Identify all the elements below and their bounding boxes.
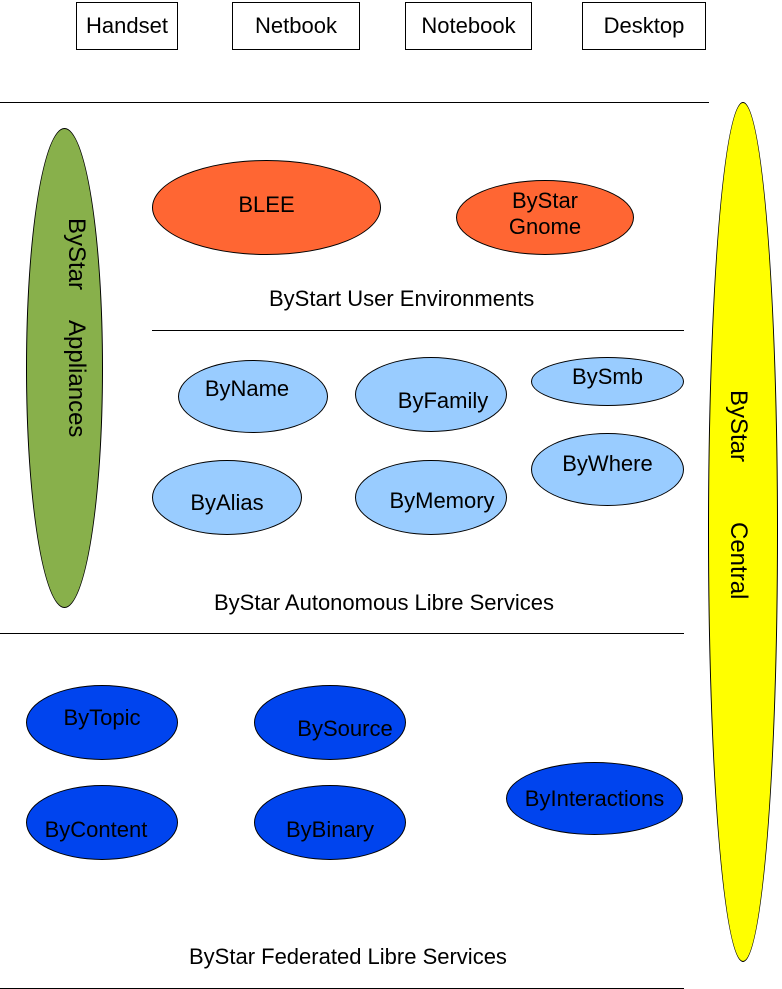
section-label-federated: ByStar Federated Libre Services bbox=[189, 944, 507, 969]
auto-byname-label: ByName bbox=[204, 375, 290, 401]
appliances-ellipse bbox=[26, 128, 103, 608]
appliances-label-line2: Appliances bbox=[63, 320, 90, 438]
separator-env-auto bbox=[152, 330, 684, 331]
central-label-line2: Central bbox=[725, 522, 752, 600]
fed-bysource-label: BySource bbox=[297, 715, 393, 741]
fed-bybinary: ByBinary bbox=[254, 785, 406, 860]
separator-top bbox=[0, 102, 709, 103]
fed-bysource: BySource bbox=[254, 685, 406, 760]
fed-byinteractions-label: ByInteractions bbox=[524, 785, 665, 811]
env-blee-label: BLEE bbox=[238, 191, 295, 217]
auto-bysmb-label: BySmb bbox=[572, 363, 643, 389]
section-label-autonomous: ByStar Autonomous Libre Services bbox=[214, 590, 554, 615]
section-label-user-env: ByStart User Environments bbox=[269, 286, 535, 311]
device-netbook: Netbook bbox=[232, 2, 360, 50]
fed-bybinary-label: ByBinary bbox=[285, 816, 375, 842]
fed-bycontent-label: ByContent bbox=[44, 816, 148, 842]
device-handset: Handset bbox=[76, 2, 178, 50]
auto-bywhere: ByWhere bbox=[531, 433, 684, 506]
env-gnome-line1: ByStar bbox=[511, 187, 579, 213]
device-desktop: Desktop bbox=[582, 2, 706, 50]
fed-bycontent: ByContent bbox=[26, 785, 178, 860]
env-bystar-gnome: ByStar Gnome bbox=[456, 180, 634, 255]
auto-bymemory: ByMemory bbox=[355, 460, 507, 535]
auto-byname: ByName bbox=[178, 360, 328, 433]
central-ellipse bbox=[708, 102, 778, 962]
fed-bytopic: ByTopic bbox=[26, 685, 178, 760]
auto-bysmb: BySmb bbox=[531, 357, 684, 406]
device-notebook: Notebook bbox=[405, 2, 532, 50]
fed-byinteractions: ByInteractions bbox=[506, 762, 683, 835]
auto-bymemory-label: ByMemory bbox=[389, 487, 495, 513]
auto-bywhere-label: ByWhere bbox=[562, 450, 653, 476]
appliances-label-line1: ByStar bbox=[63, 218, 90, 291]
fed-bytopic-label: ByTopic bbox=[63, 704, 141, 730]
auto-byalias: ByAlias bbox=[152, 460, 302, 535]
auto-byfamily: ByFamily bbox=[355, 357, 507, 432]
separator-auto-fed bbox=[0, 633, 684, 634]
auto-byalias-label: ByAlias bbox=[190, 489, 264, 515]
auto-byfamily-label: ByFamily bbox=[397, 387, 489, 413]
env-blee: BLEE bbox=[152, 160, 381, 255]
env-gnome-line2: Gnome bbox=[508, 213, 582, 239]
central-label-line1: ByStar bbox=[725, 390, 752, 463]
